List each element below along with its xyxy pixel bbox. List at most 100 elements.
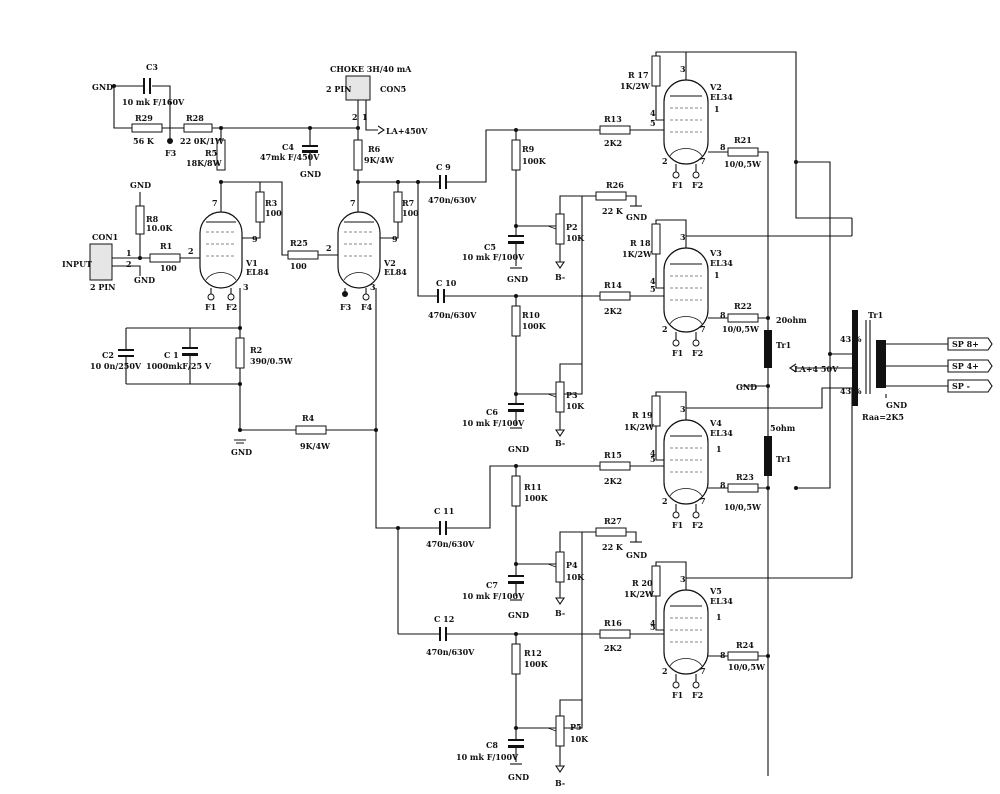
svg-text:B-: B-: [555, 272, 565, 282]
svg-text:C 12: C 12: [434, 614, 454, 624]
C11: C 11 470n/630V: [398, 465, 600, 549]
svg-text:100: 100: [402, 208, 419, 218]
svg-text:43 %: 43 %: [840, 386, 862, 396]
center-bus: GND: [736, 160, 852, 490]
svg-text:7: 7: [212, 198, 218, 208]
svg-text:100K: 100K: [522, 321, 547, 331]
svg-text:1K/2W: 1K/2W: [620, 81, 651, 91]
svg-text:GND: GND: [507, 274, 528, 284]
svg-text:V2: V2: [709, 82, 722, 92]
svg-text:100: 100: [290, 261, 307, 271]
svg-text:10/0,5W: 10/0,5W: [724, 159, 762, 169]
svg-text:1000mkF/25 V: 1000mkF/25 V: [146, 361, 212, 371]
svg-text:F2: F2: [692, 348, 703, 358]
R5: R5 18K/8W: [186, 128, 226, 212]
svg-text:P2: P2: [566, 222, 578, 232]
svg-text:7: 7: [700, 156, 706, 166]
svg-text:C5: C5: [484, 242, 496, 252]
svg-text:8: 8: [720, 310, 726, 320]
svg-text:7: 7: [350, 198, 356, 208]
svg-text:100: 100: [160, 263, 177, 273]
svg-text:9K/4W: 9K/4W: [300, 441, 331, 451]
bias-v4: R11 100K C7 10 mk F/100V GND P4 10K B- R…: [462, 464, 647, 620]
svg-text:100: 100: [265, 208, 282, 218]
svg-text:B-: B-: [555, 778, 565, 788]
svg-text:F1: F1: [205, 302, 216, 312]
svg-text:1K/2W: 1K/2W: [622, 249, 653, 259]
svg-text:F2: F2: [692, 180, 703, 190]
svg-text:GND: GND: [92, 82, 113, 92]
svg-text:GND: GND: [508, 444, 529, 454]
svg-text:C 11: C 11: [434, 506, 454, 516]
svg-text:10/0,5W: 10/0,5W: [722, 324, 760, 334]
svg-text:1: 1: [716, 444, 722, 454]
svg-text:2: 2: [662, 156, 668, 166]
C12: C 12 470n/630V: [398, 614, 600, 657]
svg-text:2: 2: [126, 259, 132, 269]
svg-text:10 mk F/100V: 10 mk F/100V: [462, 591, 525, 601]
svg-text:22 K: 22 K: [602, 206, 624, 216]
svg-text:R1: R1: [160, 241, 172, 251]
C4: C4 47mk F/450V GND: [260, 126, 321, 179]
svg-text:R10: R10: [522, 310, 540, 320]
svg-text:2: 2: [352, 112, 358, 122]
svg-text:100K: 100K: [522, 156, 547, 166]
svg-text:R14: R14: [604, 280, 622, 290]
svg-text:F1: F1: [672, 690, 683, 700]
svg-text:1: 1: [714, 104, 720, 114]
svg-text:3: 3: [370, 282, 376, 292]
svg-text:INPUT: INPUT: [62, 259, 92, 269]
svg-text:4: 4: [650, 108, 656, 118]
svg-text:10K: 10K: [566, 233, 585, 243]
svg-text:V4: V4: [709, 418, 722, 428]
bias-v3: R10 100K C6 10 mk F/100V GND P3 10K B-: [462, 196, 585, 454]
svg-text:V5: V5: [709, 586, 722, 596]
tube-V2: V2 EL84 F3 F4 7 9 3: [337, 198, 407, 312]
svg-text:C4: C4: [282, 142, 294, 152]
svg-text:390/0.5W: 390/0.5W: [250, 356, 294, 366]
svg-text:R21: R21: [734, 135, 752, 145]
svg-text:2 PIN: 2 PIN: [90, 282, 115, 292]
svg-text:CON5: CON5: [380, 84, 406, 94]
svg-text:GND: GND: [231, 447, 252, 457]
svg-text:C2: C2: [102, 350, 114, 360]
svg-text:GND: GND: [508, 610, 529, 620]
svg-text:100K: 100K: [524, 493, 549, 503]
svg-text:R 18: R 18: [630, 238, 651, 248]
svg-text:R2: R2: [250, 345, 262, 355]
svg-text:8: 8: [720, 480, 726, 490]
svg-text:F2: F2: [692, 520, 703, 530]
svg-text:EL34: EL34: [710, 428, 733, 438]
svg-text:F2: F2: [692, 690, 703, 700]
svg-text:R7: R7: [402, 198, 414, 208]
svg-text:5ohm: 5ohm: [770, 423, 796, 433]
R28: R28 22 0K/1W: [180, 113, 358, 146]
svg-text:R6: R6: [368, 144, 381, 154]
tube-V2-output: R13 2K2 5 V2 EL34 1 4 3 2 7 8 F1 F2 R 17…: [599, 51, 852, 776]
svg-text:EL34: EL34: [710, 258, 733, 268]
svg-text:5: 5: [650, 454, 656, 464]
svg-text:2 PIN: 2 PIN: [326, 84, 351, 94]
svg-text:C 9: C 9: [436, 162, 451, 172]
svg-text:100K: 100K: [524, 659, 549, 669]
svg-text:10/0,5W: 10/0,5W: [728, 662, 766, 672]
svg-text:C 10: C 10: [436, 278, 457, 288]
bias-v2top: R9 100K C5 10 mk F/100V GND P2 10K B- R2…: [462, 128, 647, 284]
svg-text:EL84: EL84: [246, 267, 269, 277]
svg-text:R12: R12: [524, 648, 542, 658]
svg-text:LA+450V: LA+450V: [386, 126, 428, 136]
svg-text:F3: F3: [340, 302, 352, 312]
svg-text:2K2: 2K2: [604, 306, 622, 316]
svg-text:1K/2W: 1K/2W: [624, 422, 655, 432]
svg-text:F3: F3: [165, 148, 177, 158]
svg-text:R22: R22: [734, 301, 752, 311]
svg-text:EL34: EL34: [710, 92, 733, 102]
R8: GND R8 10.0K: [130, 180, 173, 260]
R25: R25 100 2: [260, 181, 338, 271]
svg-text:F4: F4: [361, 302, 373, 312]
svg-text:47mk F/450V: 47mk F/450V: [260, 152, 320, 162]
svg-text:GND: GND: [736, 382, 757, 392]
svg-text:4: 4: [650, 276, 656, 286]
C9: C 9 470n/630V: [398, 129, 600, 205]
output-transformer: Tr1 43 % 43 % Raa=2K5 GND SP 8+ SP 4+ SP…: [840, 218, 993, 578]
